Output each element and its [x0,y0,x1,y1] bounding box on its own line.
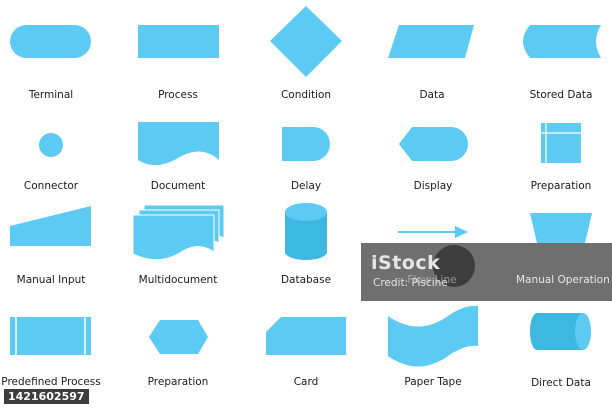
symbol-label-preparation-grid: Preparation [530,180,592,192]
symbol-label-delay: Delay [290,180,322,192]
watermark-circle-icon [433,245,475,287]
watermark-credit: Credit: Piscine [373,277,448,289]
symbol-label-manual-operation: Manual Operation [516,274,610,286]
symbol-label-document: Document [150,180,206,192]
symbol-label-predefined-process: Predefined Process [1,376,101,388]
symbol-label-database: Database [280,274,332,286]
symbol-label-card: Card [293,376,319,388]
symbol-label-direct-data: Direct Data [531,377,591,389]
symbol-label-connector: Connector [23,180,79,192]
symbol-label-terminal: Terminal [28,89,74,101]
symbol-label-paper-tape: Paper Tape [404,376,462,388]
symbol-label-flow-line: Flow Line [407,274,457,286]
symbol-label-data: Data [419,89,445,101]
watermark-banner: iStock Credit: Piscine [361,243,612,301]
stock-id: 1421602597 [4,389,89,404]
symbol-label-display: Display [413,180,453,192]
symbol-label-multidocument: Multidocument [138,274,218,286]
watermark-brand: iStock [371,252,441,274]
stock-id-bar [0,388,612,408]
symbol-label-stored-data: Stored Data [529,89,593,101]
symbol-label-condition: Condition [280,89,332,101]
symbol-label-manual-input: Manual Input [16,274,86,286]
symbol-label-preparation-hexagon: Preparation [147,376,209,388]
symbol-label-process: Process [158,89,198,101]
